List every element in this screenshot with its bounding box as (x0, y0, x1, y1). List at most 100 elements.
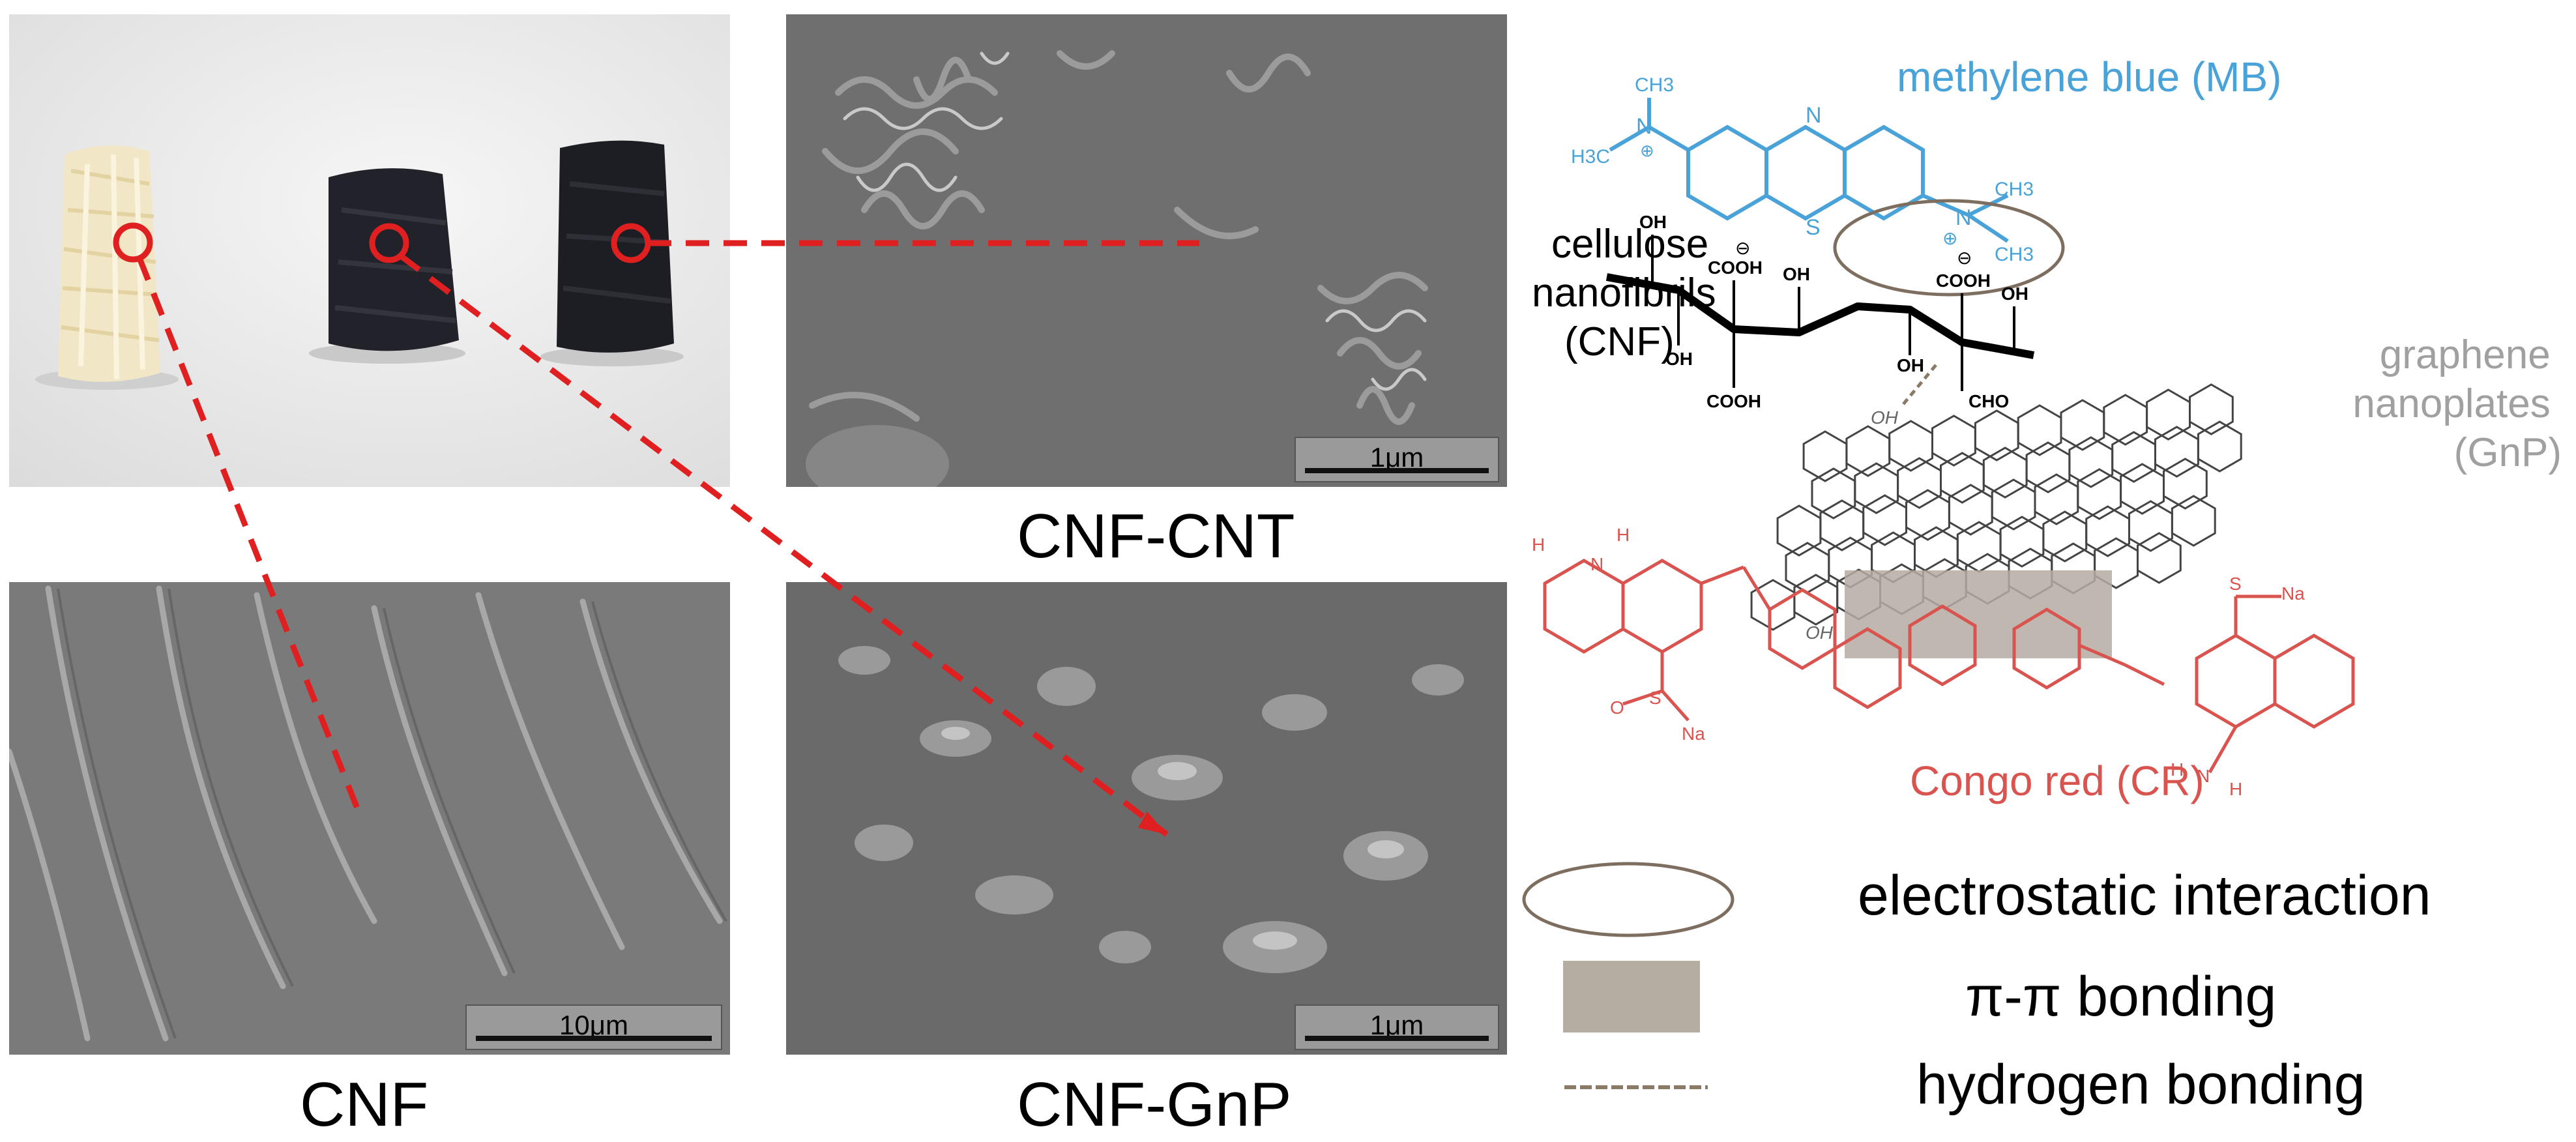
methylene-blue-structure (1609, 98, 2009, 243)
pointer-circle-cnf (113, 222, 153, 263)
graphene-hexagon (2042, 510, 2088, 563)
scale-bar-label: 1μm (1369, 442, 1424, 473)
mb-n-atom: N (1636, 114, 1652, 139)
cnf-label-line-1: cellulose (1551, 222, 1708, 267)
gnp-label-line-3: (GnP) (2454, 430, 2562, 475)
cnf-label: cellulose nanofibrils (CNF) (1532, 222, 1727, 364)
graphene-hexagon (1914, 526, 1959, 578)
cnf-cooh-2: COOH (1706, 391, 1761, 411)
congo-red-structure (1543, 559, 2355, 774)
sem-image-cnf-cnt: 1μm (786, 14, 1507, 487)
cnf-cooh-3: COOH (1936, 271, 1991, 291)
graphene-hexagon (2197, 420, 2242, 473)
graphene-hexagon (1897, 457, 1942, 509)
pointer-line-cnf (136, 257, 362, 813)
mb-ch3-group: CH3 (1635, 74, 1674, 96)
graphene-hexagon (2128, 500, 2173, 552)
cnf-oh-4: OH (1897, 355, 1924, 375)
cnf-label-line-2: nanofibrils (1532, 271, 1716, 315)
graphene-hexagon (2137, 532, 2182, 584)
graphene-hexagon (1956, 521, 2002, 573)
cr-h-2: H (1617, 525, 1630, 545)
graphene-hexagon (2085, 505, 2130, 557)
graphene-hexagon (2025, 441, 2071, 493)
cnf-cooh-1: COOH (1708, 257, 1763, 278)
caption-cnf-gnp: CNF-GnP (1017, 1070, 1292, 1139)
cr-s-1: S (1649, 688, 1661, 708)
graphene-hexagon (2060, 399, 2105, 451)
cr-na-1: Na (1682, 724, 1705, 744)
graphene-hexagon (2163, 458, 2208, 510)
cr-na-2: Na (2281, 583, 2305, 604)
cr-h-3: H (2171, 759, 2184, 780)
gnp-label-line-1: graphene (2380, 332, 2551, 377)
cr-h-1: H (1532, 534, 1545, 555)
pointer-arrowhead (1138, 812, 1167, 834)
mb-ring-n-atom: N (1806, 103, 1822, 128)
legend-label-electrostatic: electrostatic interaction (1858, 864, 2431, 927)
graphene-hexagon (2103, 394, 2148, 446)
electrostatic-interaction-ellipse (1833, 199, 2065, 297)
cnf-chain-structure (1605, 273, 2035, 359)
graphene-hexagon (1854, 462, 1899, 514)
graphene-hexagon (2189, 383, 2234, 435)
gnp-oh-1: OH (1871, 407, 1899, 428)
cnf-cho: CHO (1969, 391, 2009, 411)
gnp-label: graphene nanoplates (GnP) (2352, 332, 2562, 475)
pointer-circle-cnf-cnt (611, 223, 651, 263)
legend-label-pi-pi: π-π bonding (1965, 965, 2277, 1028)
adsorption-mechanism-schematic: CH3 N ⊕ H3C N S CH3 CH3 N ⊕ methylene bl… (1532, 53, 2562, 804)
scale-bar-label: 10μm (559, 1010, 628, 1040)
graphene-hexagon (1888, 420, 1933, 472)
cnf-charge-minus-1: ⊖ (1735, 238, 1750, 258)
mb-charge-plus-right: ⊕ (1942, 228, 1957, 248)
graphene-hexagon (2077, 468, 2122, 520)
graphene-hexagon (1750, 579, 1796, 631)
caption-cnf: CNF (300, 1070, 429, 1139)
graphene-hexagon (1811, 467, 1856, 520)
mb-ring-s-atom: S (1806, 215, 1821, 240)
mb-ch3-group-right-2: CH3 (1995, 244, 2034, 265)
graphene-hexagon (1991, 478, 2036, 531)
graphene-hexagon (2017, 404, 2062, 456)
hydrogen-bond-line-cnf-gnp (1902, 364, 1937, 405)
cnf-oh-1: OH (1639, 212, 1667, 232)
scale-bar-cnf-cnt: 1μm (1295, 437, 1499, 482)
cr-h-4: H (2229, 779, 2242, 799)
caption-cnf-cnt: CNF-CNT (1017, 501, 1295, 571)
pointer-circle-cnf-gnp (369, 223, 409, 263)
sem-image-cnf: 10μm (9, 582, 730, 1055)
graphene-hexagon (2154, 426, 2199, 478)
mb-h3c-group: H3C (1571, 146, 1610, 168)
graphene-hexagon (1948, 484, 1993, 536)
scale-bar-cnf-gnp: 1μm (1295, 1004, 1499, 1050)
graphene-hexagon (1982, 447, 2028, 499)
cnf-oh-5: OH (2001, 284, 2028, 304)
graphene-hexagon (2068, 436, 2114, 488)
cnf-cnt-sample (540, 140, 684, 366)
graphene-hexagon (1802, 430, 1848, 482)
cr-n-2: N (2197, 766, 2210, 786)
graphene-hexagon (1940, 452, 1985, 504)
graphene-hexagon (1776, 505, 1822, 557)
gnp-oh-2: OH (1806, 622, 1834, 643)
cr-o-1: O (1610, 697, 1624, 718)
graphene-hexagon (2111, 431, 2156, 483)
mb-label: methylene blue (MB) (1897, 53, 2281, 100)
cr-label: Congo red (CR) (1910, 757, 2204, 804)
graphene-hexagon (1845, 425, 1891, 477)
mb-charge-plus: ⊕ (1640, 141, 1654, 160)
cnf-oh-2: OH (1665, 349, 1693, 369)
graphene-hexagon (1793, 574, 1839, 626)
pointer-line-cnf-gnp (398, 253, 1169, 837)
graphene-hexagon (2171, 495, 2216, 547)
mb-ch3-group-right: CH3 (1995, 179, 2034, 200)
pi-pi-bonding-box (1845, 570, 2112, 658)
scale-bar-cnf: 10μm (465, 1004, 722, 1050)
graphene-hexagon (1871, 531, 1916, 583)
cr-n-1: N (1590, 554, 1603, 574)
graphene-hexagon (2146, 388, 2191, 441)
scale-bar-label: 1μm (1369, 1010, 1424, 1040)
mb-n-atom-right: N (1955, 205, 1972, 230)
